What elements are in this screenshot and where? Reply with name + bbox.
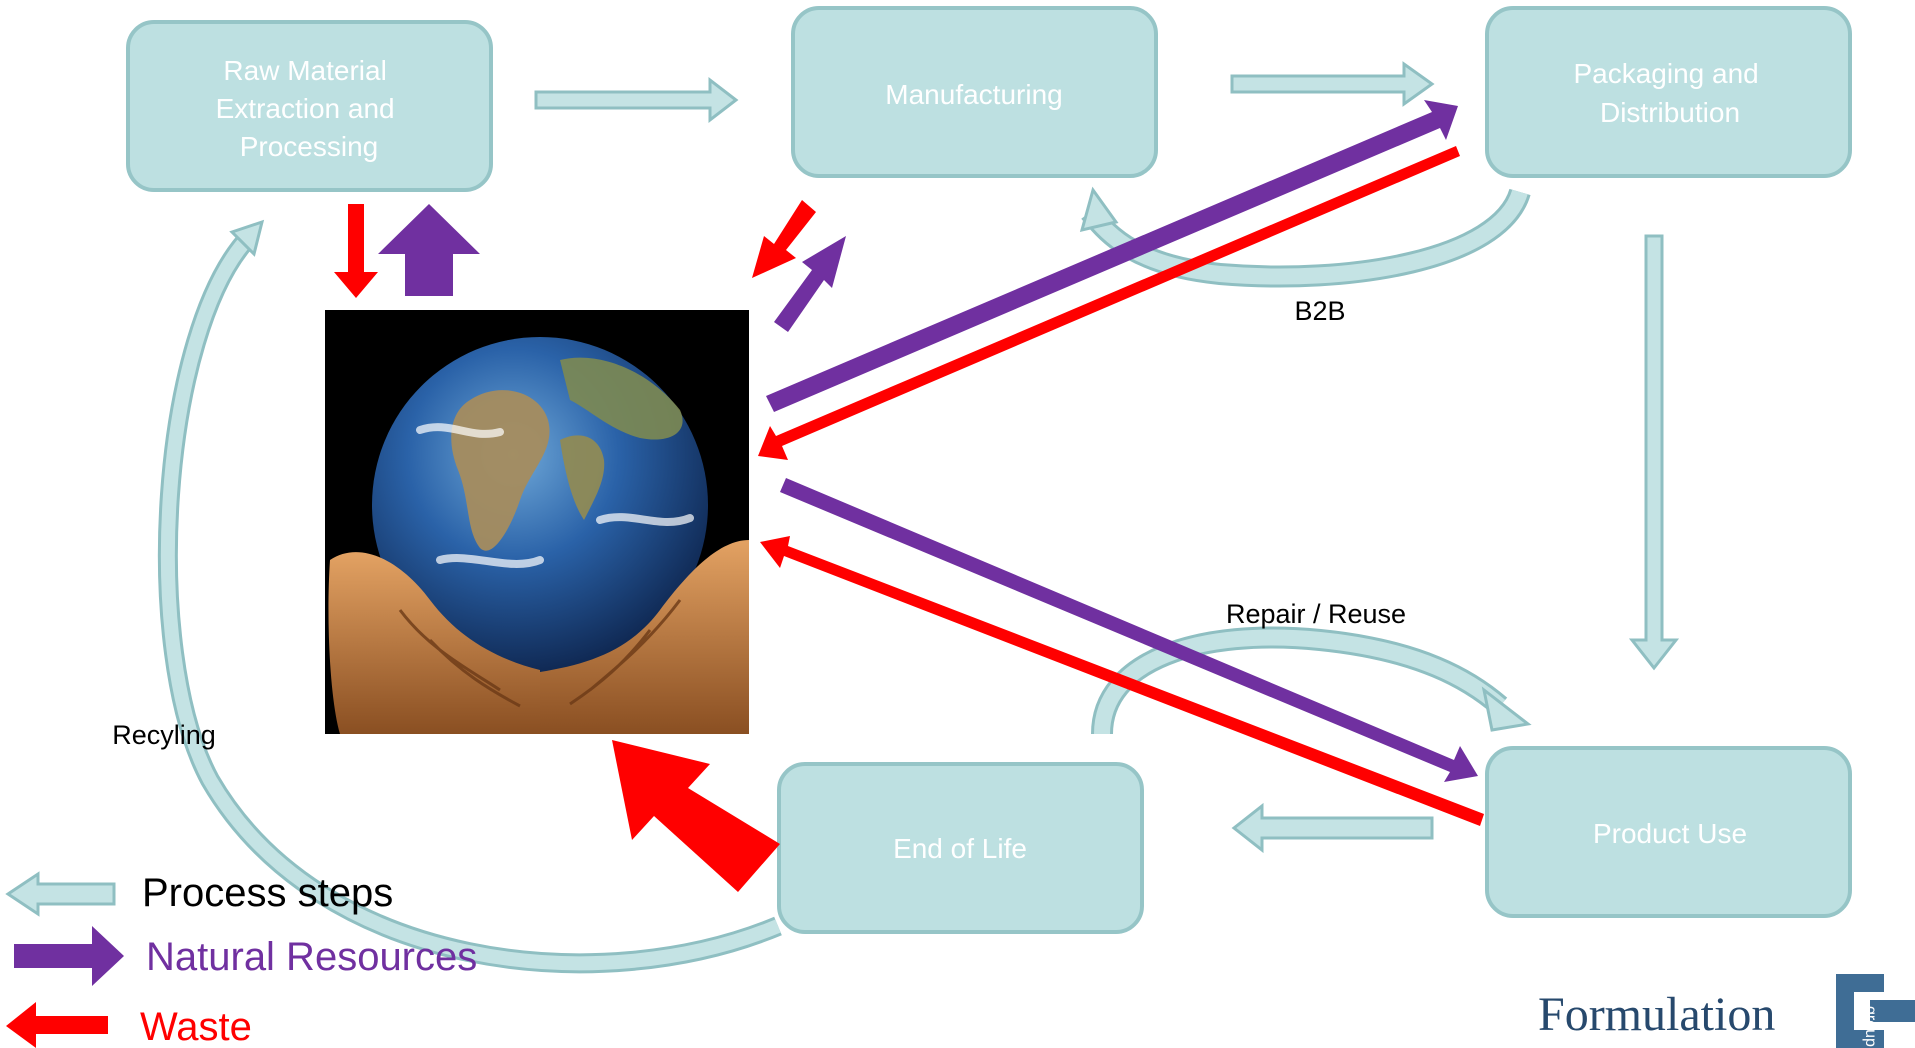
legend-waste-label: Waste — [140, 1005, 252, 1048]
legend-process-steps-label: Process steps — [142, 871, 393, 915]
box-end-of-life: End of Life — [777, 762, 1144, 934]
fingers — [398, 599, 682, 708]
earth-in-hands-image — [325, 310, 749, 734]
box-manufacturing: Manufacturing — [791, 6, 1158, 178]
repair-reuse-annotation: Repair / Reuse — [1226, 599, 1406, 629]
end-of-life-label: End of Life — [893, 833, 1027, 864]
product-use-label: Product Use — [1593, 818, 1747, 849]
formulation-logo: Formulation group — [1538, 974, 1915, 1048]
raw-material-label-1: Raw Material — [223, 55, 386, 86]
legend-natural-resources-label: Natural Resources — [146, 935, 477, 979]
recycling-annotation: Recyling — [112, 720, 216, 750]
legend: Process steps Natural Resources Waste — [5, 871, 477, 1048]
waste-arrow-end-of-life — [612, 740, 780, 892]
box-packaging-distribution: Packaging and Distribution — [1485, 6, 1852, 178]
box-product-use: Product Use — [1485, 746, 1852, 918]
svg-text:Product Use: Product Use — [1593, 818, 1747, 849]
continent-asia — [560, 357, 683, 440]
logo-mark-text: group — [1862, 1006, 1879, 1047]
manufacturing-label: Manufacturing — [885, 79, 1062, 110]
svg-text:Manufacturing: Manufacturing — [885, 79, 1062, 110]
b2b-annotation: B2B — [1294, 296, 1345, 326]
process-arrow-raw-to-manufacturing — [534, 76, 739, 124]
waste-arrow-product-use — [760, 536, 1484, 826]
packaging-label-2: Distribution — [1600, 97, 1740, 128]
natural-resources-arrow-raw-material — [378, 204, 480, 296]
svg-text:Packaging and Distributi: Packaging and Distribution — [1573, 58, 1766, 128]
logo-text: Formulation — [1538, 988, 1775, 1041]
waste-arrow-packaging — [758, 146, 1460, 460]
process-arrow-manufacturing-to-packaging — [1230, 61, 1435, 107]
natural-resources-arrow-product-use — [780, 478, 1478, 782]
b2b-loop-arrow — [1079, 186, 1531, 288]
continent-india — [560, 435, 605, 520]
recycling-loop-arrow — [157, 219, 782, 974]
raw-material-label-3: Processing — [240, 131, 379, 162]
natural-resources-arrow-manufacturing — [774, 236, 846, 332]
natural-resources-arrow-packaging — [766, 100, 1458, 412]
svg-text:Raw Material Extraction: Raw Material Extraction and Processing — [216, 55, 403, 162]
logo-mark — [1836, 974, 1884, 1048]
legend-process-arrow — [5, 871, 116, 917]
raw-material-label-2: Extraction and — [216, 93, 395, 124]
legend-waste-arrow — [6, 1002, 108, 1048]
process-arrow-product-use-to-end-of-life — [1231, 802, 1434, 854]
process-arrow-packaging-to-product-use — [1628, 234, 1680, 671]
waste-arrow-manufacturing — [752, 200, 816, 278]
packaging-label-1: Packaging and — [1573, 58, 1758, 89]
waste-arrow-raw-material — [334, 204, 378, 298]
svg-text:End of Life: End of Life — [893, 833, 1027, 864]
legend-natural-resources-arrow — [14, 926, 124, 986]
clouds — [416, 423, 694, 568]
box-raw-material: Raw Material Extraction and Processing — [126, 20, 493, 192]
